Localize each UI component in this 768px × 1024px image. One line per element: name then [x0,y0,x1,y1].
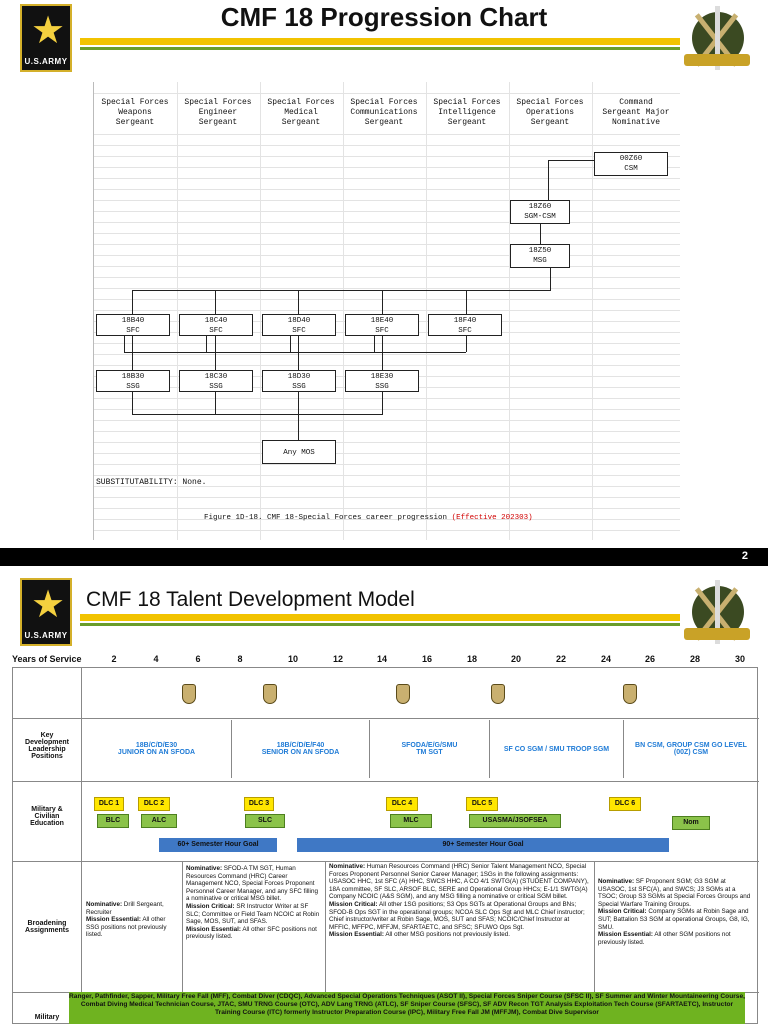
col-header-operations: Special Forces Operations Sergeant [516,98,584,127]
box-18f40-sfc: 18F40 SFC [428,314,502,336]
title-underline-green-2 [80,623,680,626]
year-22: 22 [555,654,566,664]
dlc-6: DLC 6 [609,797,641,811]
row-label-education: Military & Civilian Education [30,806,64,827]
year-18: 18 [466,654,477,664]
year-4: 4 [153,654,159,664]
goal-60-semester-hours: 60+ Semester Hour Goal [159,838,277,852]
figure-caption: Figure 1D-18. CMF 18-Special Forces care… [204,514,533,522]
course-usasma: USASMA/JSOFSEA [469,814,561,828]
year-12: 12 [332,654,343,664]
page-number: 2 [741,550,748,562]
talent-grid: Key Development Leadership Positions Mil… [12,667,759,1024]
star-icon: ★ [30,8,66,52]
year-26: 26 [644,654,655,664]
broadening-sfc: Nominative: SFOD-A TM SGT, Human Resourc… [186,865,320,941]
course-alc: ALC [141,814,177,828]
year-30: 30 [734,654,745,664]
col-header-intelligence: Special Forces Intelligence Sergeant [433,98,501,127]
sf-crest-icon [684,6,750,72]
box-18b40-sfc: 18B40 SFC [96,314,170,336]
dlc-3: DLC 3 [244,797,274,811]
year-8: 8 [237,654,243,664]
figure-effective: (Effective 202303) [451,514,533,522]
broadening-msg: Nominative: Human Resources Command (HRC… [329,863,589,939]
title-underline-green [80,47,680,50]
broadening-sgm: Nominative: SF Proponent SGM; G3 SGM at … [598,878,751,946]
broadening-ssg: Nominative: Drill Sergeant, Recruiter Mi… [86,901,167,939]
box-any-mos: Any MOS [262,440,336,464]
star-icon: ★ [30,582,66,626]
position-sf-co-sgm: SF CO SGM / SMU TROOP SGM [490,720,624,778]
box-18e30-ssg: 18E30 SSG [345,370,419,392]
col-header-communications: Special Forces Communications Sergeant [350,98,418,127]
title-underline-yellow-2 [80,614,680,621]
box-18z60-sgm: 18Z60 SGM-CSM [510,200,570,224]
dlc-5: DLC 5 [466,797,498,811]
rank-insignia-sfc-icon [263,684,277,704]
year-14: 14 [376,654,387,664]
slide-divider: 2 [0,548,768,566]
course-blc: BLC [97,814,129,828]
year-10: 10 [287,654,298,664]
year-28: 28 [689,654,700,664]
army-logo-2: ★ U.S.ARMY [20,578,72,646]
box-18e40-sfc: 18E40 SFC [345,314,419,336]
year-16: 16 [421,654,432,664]
box-00z60-csm: 00Z60 CSM [594,152,668,176]
box-18b30-ssg: 18B30 SSG [96,370,170,392]
army-logo: ★ U.S.ARMY [20,4,72,72]
army-logo-text: U.S.ARMY [24,57,68,66]
box-18d30-ssg: 18D30 SSG [262,370,336,392]
year-20: 20 [510,654,521,664]
progression-sheet: Special Forces Weapons Sergeant Special … [93,82,680,540]
rank-insignia-sgm-icon [491,684,505,704]
title-underline-yellow [80,38,680,45]
course-slc: SLC [245,814,285,828]
substitutability-text: SUBSTITUTABILITY: None. [96,478,207,487]
row-label-military: Military [34,1014,60,1021]
military-training-band: Ranger, Pathfinder, Sapper, Military Fre… [69,992,745,1024]
dlc-2: DLC 2 [138,797,170,811]
dlc-4: DLC 4 [386,797,418,811]
army-logo-text-2: U.S.ARMY [24,631,68,640]
row-label-broadening: Broadening Assignments [25,920,69,934]
slide-title: CMF 18 Progression Chart [220,2,548,32]
col-header-medical: Special Forces Medical Sergeant [267,98,335,127]
slide-title-2: CMF 18 Talent Development Model [86,588,415,611]
year-2: 2 [111,654,117,664]
goal-90-semester-hours: 90+ Semester Hour Goal [297,838,669,852]
dlc-1: DLC 1 [94,797,124,811]
rank-insignia-csm-icon [623,684,637,704]
course-mlc: MLC [390,814,432,828]
sf-crest-icon [684,580,750,646]
year-6: 6 [195,654,201,664]
years-of-service-label: Years of Service [12,654,82,664]
box-18c40-sfc: 18C40 SFC [179,314,253,336]
box-18z50-msg: 18Z50 MSG [510,244,570,268]
figure-caption-text: Figure 1D-18. CMF 18-Special Forces care… [204,514,448,522]
position-bn-csm: BN CSM, GROUP CSM GO LEVEL(00Z) CSM [635,742,747,756]
col-header-csm: Command Sergeant Major Nominative [602,98,670,127]
col-header-engineer: Special Forces Engineer Sergeant [184,98,252,127]
box-18c30-ssg: 18C30 SSG [179,370,253,392]
rank-insignia-msg-icon [396,684,410,704]
course-nom: Nom [672,816,710,830]
rank-insignia-ssg-icon [182,684,196,704]
year-24: 24 [600,654,611,664]
col-header-weapons: Special Forces Weapons Sergeant [101,98,169,127]
box-18d40-sfc: 18D40 SFC [262,314,336,336]
row-label-key-development: Key Development Leadership Positions [25,732,69,760]
